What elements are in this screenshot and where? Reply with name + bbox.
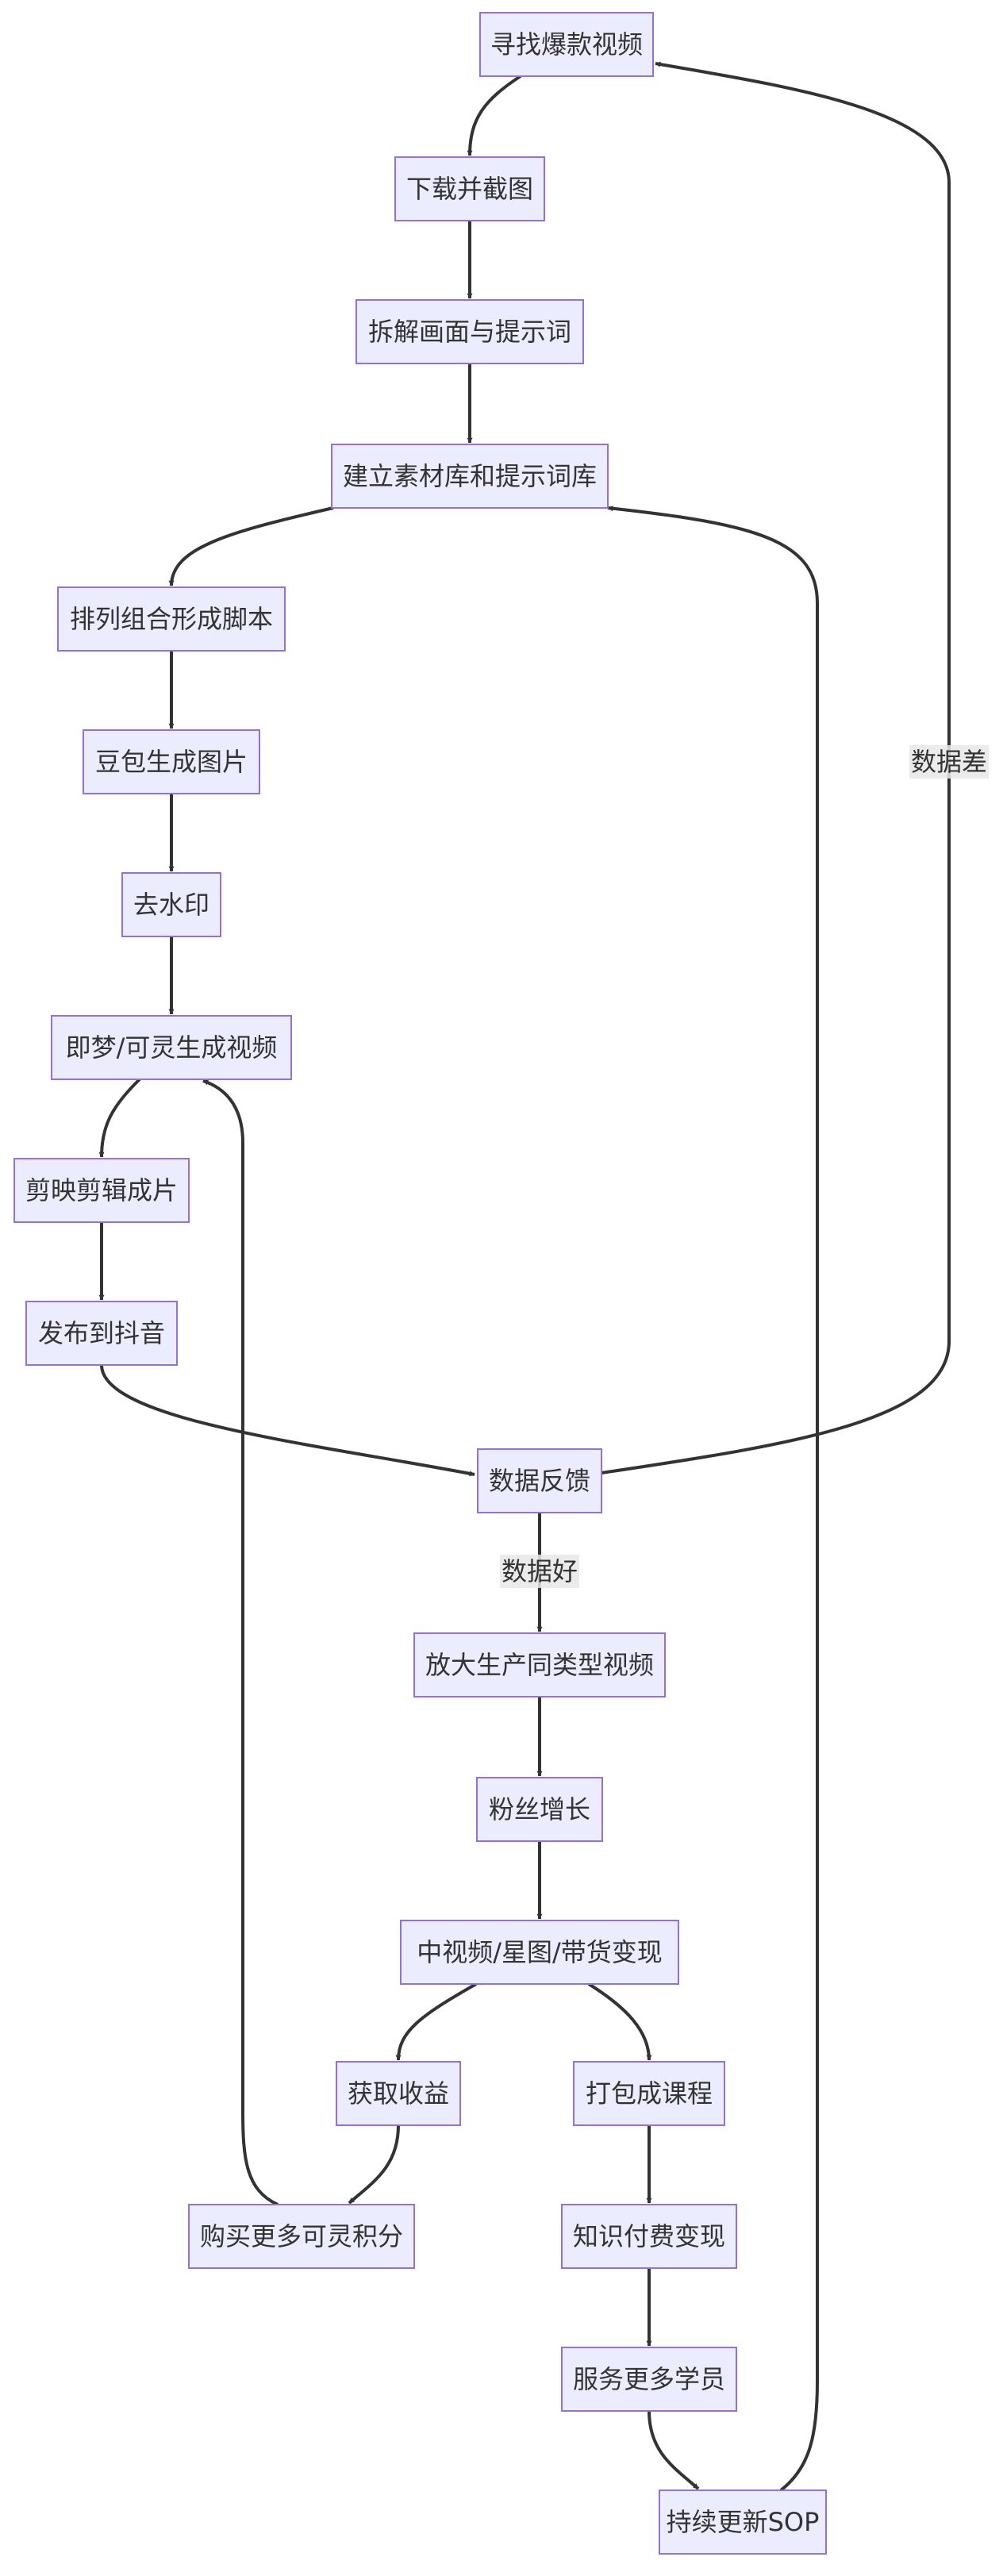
node-label: 去水印 bbox=[133, 890, 209, 920]
edge-income-buy bbox=[348, 2124, 400, 2205]
node-scale[interactable]: 放大生产同类型视频 bbox=[413, 1632, 666, 1697]
node-box bbox=[479, 12, 654, 77]
node-box bbox=[400, 1920, 679, 1985]
node-box bbox=[83, 729, 260, 794]
node-feedback[interactable]: 数据反馈 bbox=[477, 1448, 602, 1513]
node-label: 数据反馈 bbox=[489, 1466, 590, 1496]
node-box bbox=[659, 2489, 827, 2555]
node-income[interactable]: 获取收益 bbox=[336, 2061, 461, 2126]
node-label: 寻找爆款视频 bbox=[490, 29, 643, 60]
edges bbox=[98, 61, 951, 2492]
edge-label-text: 数据差 bbox=[911, 747, 987, 777]
node-label: 粉丝增长 bbox=[489, 1794, 590, 1824]
edge-label-feedback-find: 数据差 bbox=[909, 745, 989, 779]
node-fans[interactable]: 粉丝增长 bbox=[476, 1777, 603, 1842]
node-box bbox=[25, 1301, 178, 1366]
node-box bbox=[413, 1632, 666, 1697]
node-find[interactable]: 寻找爆款视频 bbox=[479, 12, 654, 77]
node-label: 排列组合形成脚本 bbox=[70, 604, 273, 634]
node-label: 中视频/星图/带货变现 bbox=[417, 1937, 663, 1967]
node-monetize[interactable]: 中视频/星图/带货变现 bbox=[400, 1920, 679, 1985]
node-label: 下载并截图 bbox=[406, 174, 533, 204]
node-publish[interactable]: 发布到抖音 bbox=[25, 1301, 178, 1366]
node-box bbox=[561, 2204, 737, 2269]
node-box bbox=[121, 872, 221, 937]
node-box bbox=[476, 1777, 603, 1842]
node-watermark[interactable]: 去水印 bbox=[121, 872, 221, 937]
node-box bbox=[13, 1158, 190, 1223]
node-doubao[interactable]: 豆包生成图片 bbox=[83, 729, 260, 794]
node-students[interactable]: 服务更多学员 bbox=[561, 2347, 737, 2412]
node-box bbox=[331, 444, 609, 509]
node-script[interactable]: 排列组合形成脚本 bbox=[57, 586, 286, 652]
node-label: 持续更新SOP bbox=[667, 2507, 820, 2537]
node-label: 发布到抖音 bbox=[38, 1318, 165, 1348]
node-box bbox=[51, 1015, 292, 1080]
node-label: 打包成课程 bbox=[586, 2078, 713, 2109]
node-box bbox=[57, 586, 286, 652]
node-course[interactable]: 打包成课程 bbox=[573, 2061, 725, 2126]
edge-label-background bbox=[909, 745, 989, 779]
edge-label-text: 数据好 bbox=[502, 1556, 578, 1586]
node-label: 拆解画面与提示词 bbox=[368, 317, 571, 347]
node-box bbox=[477, 1448, 602, 1513]
node-box bbox=[394, 156, 545, 221]
edge-label-feedback-scale: 数据好 bbox=[500, 1555, 579, 1588]
edge-feedback-find bbox=[601, 61, 951, 1474]
node-knowledge[interactable]: 知识付费变现 bbox=[561, 2204, 737, 2269]
node-label: 知识付费变现 bbox=[573, 2221, 725, 2251]
edge-publish-feedback bbox=[100, 1364, 475, 1477]
node-jianying[interactable]: 剪映剪辑成片 bbox=[13, 1158, 190, 1223]
node-sop[interactable]: 持续更新SOP bbox=[659, 2489, 827, 2555]
edge-students-sop bbox=[648, 2410, 700, 2490]
edge-find-download bbox=[467, 75, 522, 156]
edge-label-background bbox=[500, 1555, 579, 1588]
node-label: 豆包生成图片 bbox=[95, 747, 248, 777]
node-label: 即梦/可灵生成视频 bbox=[66, 1032, 278, 1063]
node-buy[interactable]: 购买更多可灵积分 bbox=[188, 2204, 415, 2269]
node-dissect[interactable]: 拆解画面与提示词 bbox=[355, 299, 584, 364]
node-box bbox=[188, 2204, 415, 2269]
nodes: 寻找爆款视频下载并截图拆解画面与提示词建立素材库和提示词库排列组合形成脚本豆包生… bbox=[13, 12, 827, 2555]
node-label: 购买更多可灵积分 bbox=[200, 2221, 403, 2251]
edge-sop-library bbox=[607, 506, 819, 2492]
edge-buy-jimeng bbox=[202, 1079, 279, 2206]
node-library[interactable]: 建立素材库和提示词库 bbox=[331, 444, 609, 509]
node-download[interactable]: 下载并截图 bbox=[394, 156, 545, 221]
edge-jimeng-jianying bbox=[98, 1078, 141, 1158]
edge-monetize-course bbox=[587, 1982, 652, 2061]
node-box bbox=[561, 2347, 737, 2412]
node-jimeng[interactable]: 即梦/可灵生成视频 bbox=[51, 1015, 292, 1080]
edge-monetize-income bbox=[395, 1982, 477, 2061]
node-label: 剪映剪辑成片 bbox=[25, 1175, 178, 1205]
edge-library-script bbox=[168, 506, 334, 586]
node-label: 建立素材库和提示词库 bbox=[343, 461, 597, 491]
node-label: 放大生产同类型视频 bbox=[425, 1650, 654, 1680]
node-box bbox=[573, 2061, 725, 2126]
node-label: 获取收益 bbox=[348, 2078, 449, 2109]
node-box bbox=[336, 2061, 461, 2126]
node-label: 服务更多学员 bbox=[573, 2364, 725, 2394]
node-box bbox=[355, 299, 584, 364]
